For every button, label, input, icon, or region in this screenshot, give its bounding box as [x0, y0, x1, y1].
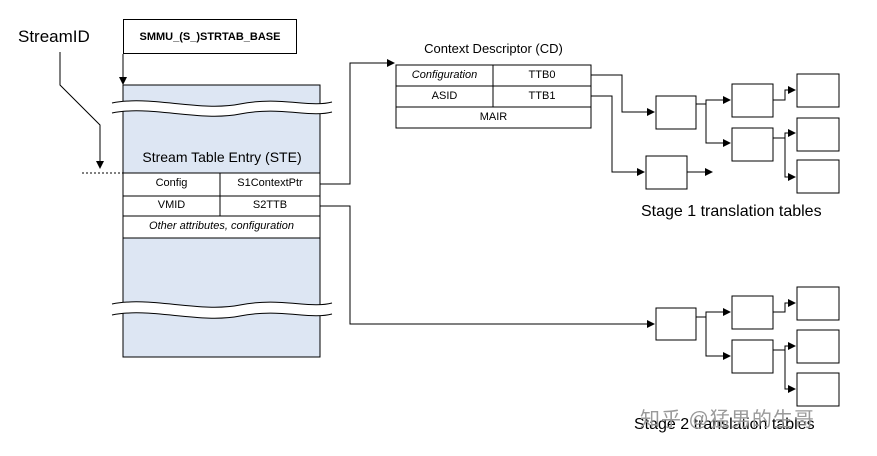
ttb1-arrow	[591, 95, 645, 176]
cd-configuration-field: Configuration	[411, 69, 478, 81]
stage2-tables	[655, 286, 840, 407]
ste-row-3	[122, 215, 321, 239]
ste-vmid-field: VMID	[157, 199, 186, 211]
cd-row-3	[395, 106, 592, 129]
cd-ttb1-field: TTB1	[528, 90, 556, 102]
watermark: 知乎 @猛男的生哥	[640, 409, 815, 431]
ste-title: Stream Table Entry (STE)	[142, 149, 302, 165]
cd-asid-field: ASID	[431, 90, 458, 102]
table-break-bottom	[112, 301, 332, 319]
ste-other-attributes: Other attributes, configuration	[149, 220, 294, 232]
s1-context-ptr-arrow	[320, 59, 395, 185]
ste-config-field: Config	[155, 177, 188, 189]
ste-s1-context-ptr-field: S1ContextPtr	[237, 177, 303, 189]
cd-title: Context Descriptor (CD)	[424, 41, 563, 56]
ttb0-arrow	[591, 74, 655, 116]
ste-s2ttb-field: S2TTB	[252, 199, 288, 211]
cd-mair-field: MAIR	[479, 111, 508, 123]
s2ttb-arrow	[320, 205, 655, 328]
stage2-caption: Stage 2 translation tables	[634, 416, 815, 433]
cd-ttb0-field: TTB0	[528, 69, 556, 81]
stream-id-label: StreamID	[18, 27, 90, 46]
streamid-arrow	[59, 52, 104, 169]
stage1-tables	[645, 73, 840, 194]
stage1-caption: Stage 1 translation tables	[641, 203, 822, 220]
strtab-base-register: SMMU_(S_)STRTAB_BASE	[123, 19, 297, 54]
